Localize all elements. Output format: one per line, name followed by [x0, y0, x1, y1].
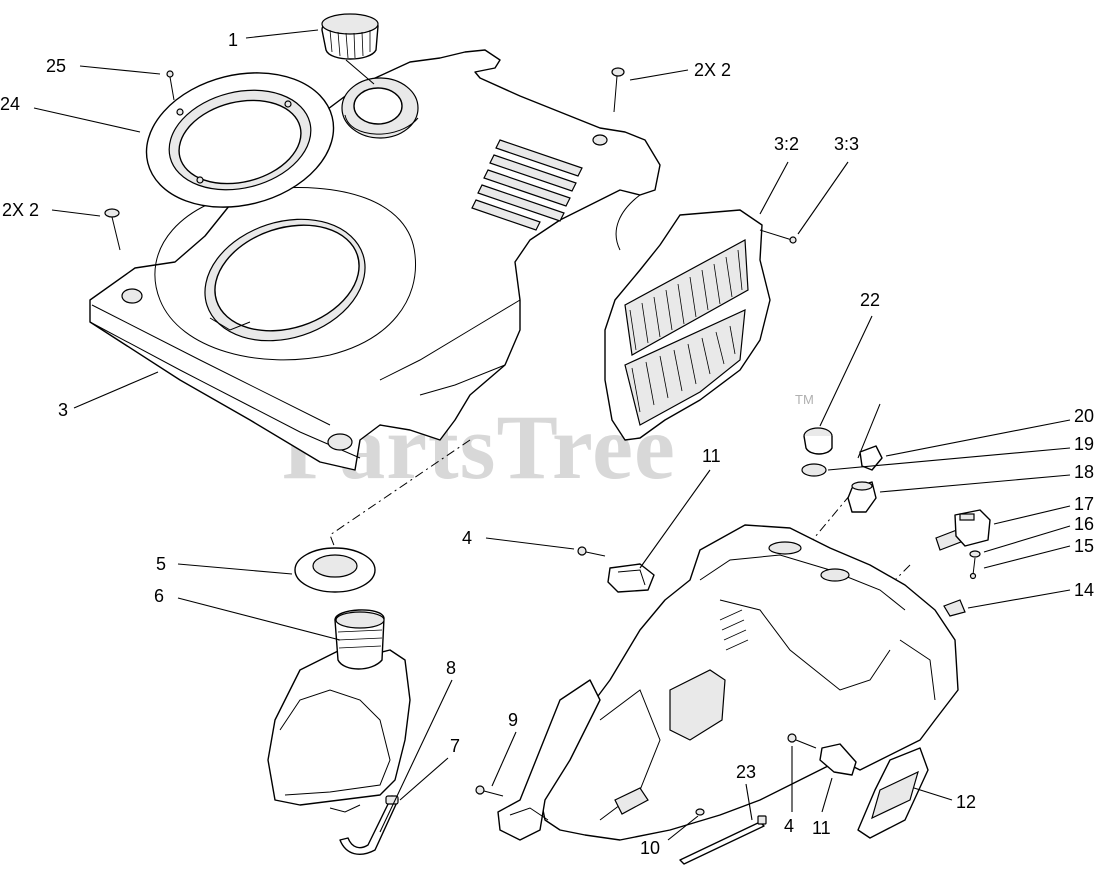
callout-11-lower: 11 [812, 818, 831, 838]
watermark-trademark: TM [795, 392, 814, 407]
alignment-line [329, 439, 471, 549]
callout-23: 23 [736, 762, 756, 782]
callout-9: 9 [508, 710, 518, 730]
vent-housing-part-3-2 [604, 209, 771, 441]
screw-part-4-lower [787, 733, 817, 749]
callout-25: 25 [46, 56, 66, 76]
clip-part-14 [943, 599, 966, 617]
callout-3: 3 [58, 400, 68, 420]
leader-lines [33, 29, 1071, 841]
fuel-cap-part-1 [321, 13, 379, 60]
screw-part-3-3 [759, 229, 797, 244]
callout-10: 10 [640, 838, 660, 858]
screw-part-4-upper [577, 546, 606, 557]
callout-labels: 1 25 24 2X 2 2X 2 3:2 3:3 3 22 20 19 18 … [0, 30, 1094, 858]
callout-19: 19 [1074, 434, 1094, 454]
screw-part-9 [475, 785, 504, 797]
callout-18: 18 [1074, 462, 1094, 482]
callout-8: 8 [446, 658, 456, 678]
clamp-part-7 [385, 795, 399, 805]
shroud-vents [471, 139, 583, 231]
callout-1: 1 [228, 30, 238, 50]
callout-14: 14 [1074, 580, 1094, 600]
callout-3-3: 3:3 [834, 134, 859, 154]
valve-part-18 [847, 481, 877, 513]
callout-4-upper: 4 [462, 528, 472, 548]
fuel-seal-part-5 [294, 547, 376, 593]
callout-3-2: 3:2 [774, 134, 799, 154]
callout-6: 6 [154, 586, 164, 606]
callout-17: 17 [1074, 494, 1094, 514]
cable-tie-part-23 [679, 815, 767, 865]
callout-7: 7 [450, 736, 460, 756]
fuel-tank-part-6 [267, 609, 411, 813]
callout-16: 16 [1074, 514, 1094, 534]
side-cover-part-12 [857, 747, 929, 839]
screw-part-15 [969, 557, 977, 580]
callout-11-upper: 11 [702, 446, 721, 466]
washer-part-16 [969, 550, 981, 558]
callout-12: 12 [956, 792, 976, 812]
callout-2x2-left: 2X 2 [2, 200, 39, 220]
chute-ring-part-24 [145, 72, 335, 208]
screw-part-2-left [104, 208, 121, 251]
grommet-part-22 [803, 427, 833, 455]
key-part-17 [935, 509, 991, 551]
screw-part-25 [166, 70, 175, 101]
screw-part-2-right [611, 67, 625, 113]
callout-22: 22 [860, 290, 880, 310]
fuel-line-part-8 [339, 795, 399, 856]
callout-24: 24 [0, 94, 20, 114]
callout-20: 20 [1074, 406, 1094, 426]
callout-4-lower: 4 [784, 816, 794, 836]
callout-2x2-right: 2X 2 [694, 60, 731, 80]
clip-part-11-upper [607, 563, 655, 593]
knob-part-20 [859, 445, 883, 471]
pin-part-10 [695, 808, 705, 816]
clip-part-11-lower [819, 743, 857, 776]
upper-shroud-part-3 [89, 49, 661, 471]
rod-part-21 [857, 403, 881, 459]
callout-5: 5 [156, 554, 166, 574]
callout-15: 15 [1074, 536, 1094, 556]
washer-part-19 [801, 463, 827, 477]
